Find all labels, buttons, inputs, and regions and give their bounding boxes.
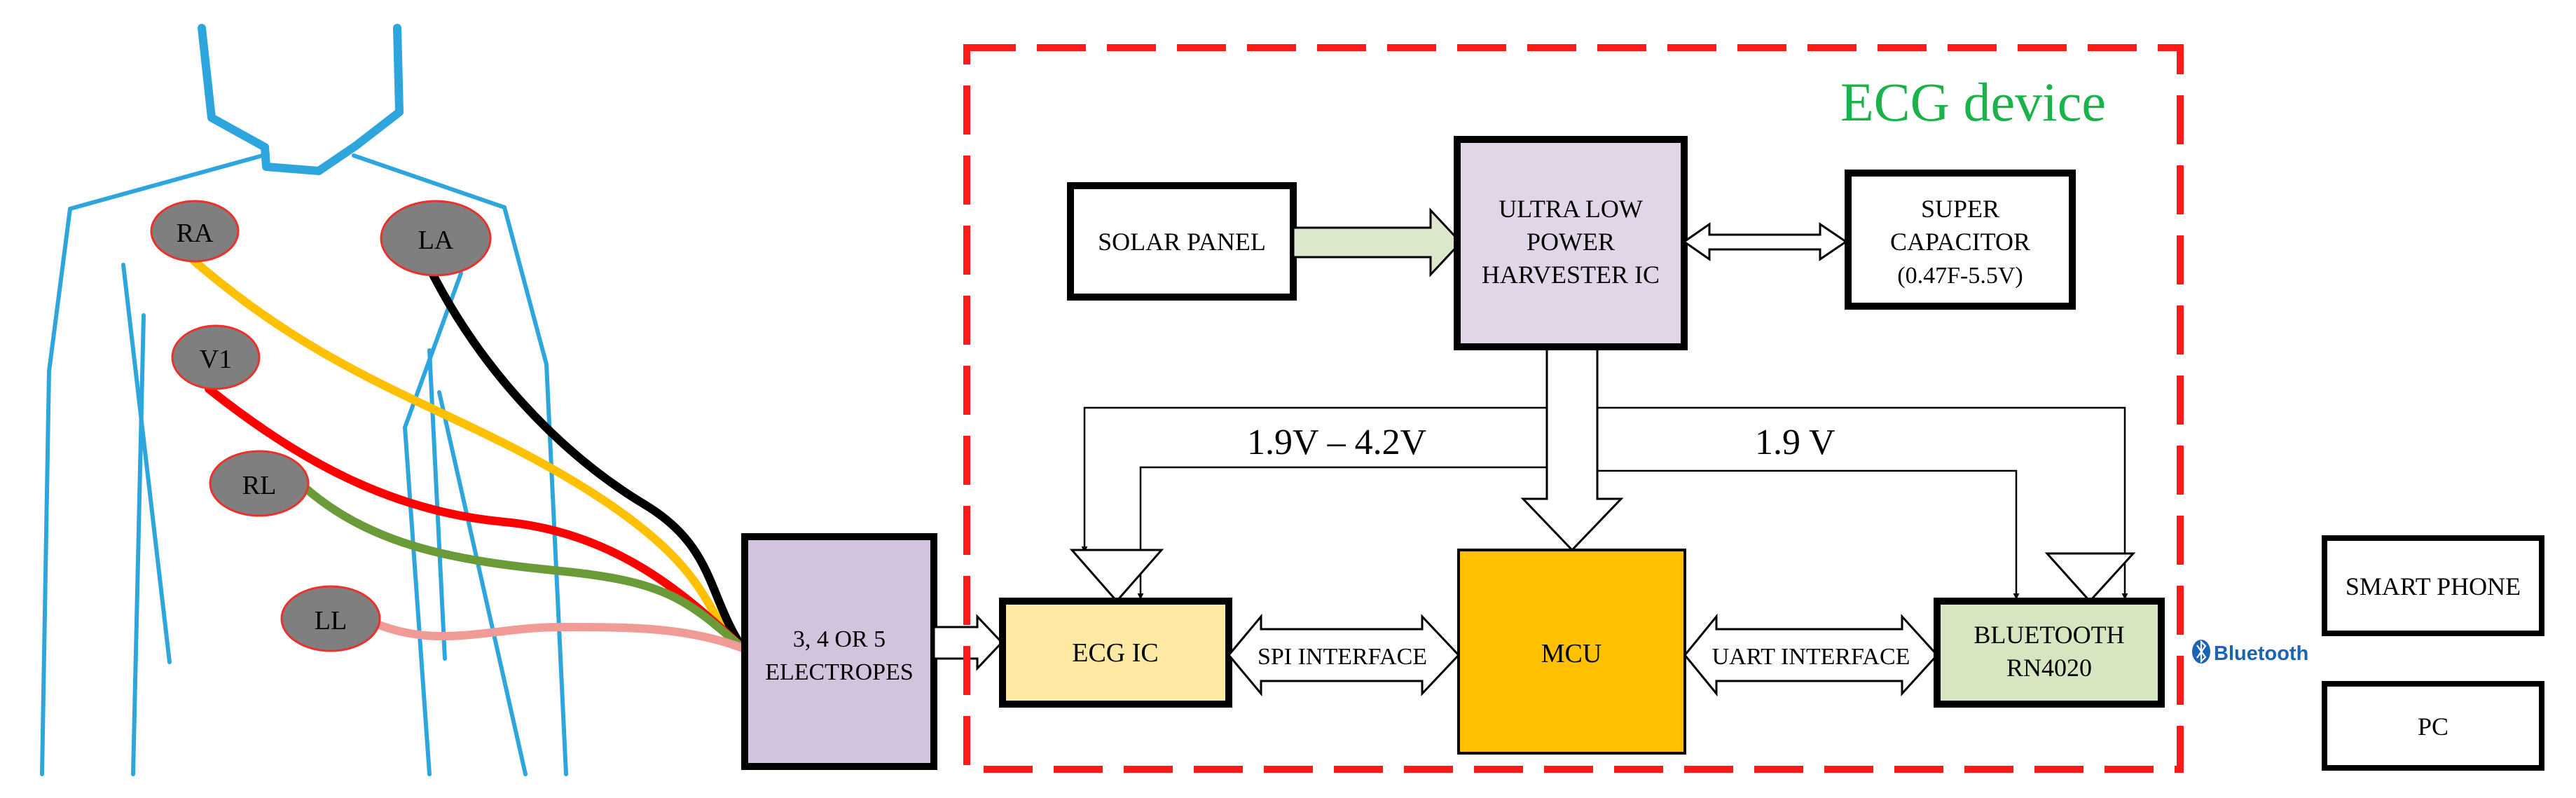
solar-to-harvester-arrow <box>1292 207 1463 277</box>
hub-to-ecg-arrow <box>932 614 1004 671</box>
electrodes-hub-line-2: ELECTROPES <box>765 659 914 685</box>
left-shoulder-line <box>352 153 507 209</box>
harvester-supercap-arrow <box>1682 222 1848 261</box>
power-arrowhead-ecg <box>1069 549 1164 603</box>
electrode-rl-label: RL <box>242 471 277 500</box>
electrode-ll: LL <box>280 585 381 652</box>
electrodes-hub-line-1: 3, 4 OR 5 <box>793 626 886 652</box>
wire-la <box>429 270 747 652</box>
supercapacitor-block: SUPER CAPACITOR (0.47F-5.5V) <box>1845 170 2076 310</box>
bluetooth-module-block: BLUETOOTH RN4020 <box>1934 598 2165 708</box>
pc-label: PC <box>2418 713 2448 741</box>
harvester-line-3: HARVESTER IC <box>1482 261 1660 289</box>
voltage-fixed-label: 1.9 V <box>1755 422 1835 462</box>
electrodes-hub-block: 3, 4 OR 5 ELECTROPES <box>741 533 937 770</box>
ecg-device-title: ECG device <box>1840 71 2106 132</box>
electrode-ra: RA <box>150 200 240 263</box>
left-torso-line <box>437 390 528 776</box>
electrode-rl: RL <box>209 450 310 517</box>
right-flank <box>131 313 146 776</box>
bluetooth-icon <box>2192 640 2210 663</box>
electrode-v1: V1 <box>171 324 261 390</box>
pc-block: PC <box>2322 681 2544 771</box>
solar-panel-block: SOLAR PANEL <box>1067 182 1297 301</box>
harvester-to-mcu-arrow <box>1520 345 1624 552</box>
neck-outline <box>198 24 404 175</box>
wire-v1 <box>205 385 747 652</box>
bluetooth-module-line-1: BLUETOOTH <box>1974 621 2124 649</box>
electrode-ra-label: RA <box>177 219 214 248</box>
electrode-wires <box>186 254 747 652</box>
ecg-device-boundary <box>963 44 2184 773</box>
power-arrowhead-bt <box>2044 552 2136 603</box>
smart-phone-label: SMART PHONE <box>2346 572 2521 600</box>
electrode-la: LA <box>380 200 492 277</box>
uart-interface-label: UART INTERFACE <box>1712 644 1910 670</box>
harvester-line-2: POWER <box>1527 228 1615 256</box>
bluetooth-module-line-2: RN4020 <box>2006 654 2092 682</box>
right-arm-inner <box>121 263 172 664</box>
left-arm-inner <box>403 271 463 776</box>
spi-interface-label: SPI INTERFACE <box>1258 644 1427 670</box>
wire-ra <box>186 254 747 652</box>
wire-rl <box>289 472 747 652</box>
right-arm-outer <box>40 207 72 776</box>
ecg-ic-label: ECG IC <box>1072 638 1159 668</box>
mcu-block: MCU <box>1457 549 1686 755</box>
electrode-v1-label: V1 <box>200 345 232 374</box>
solar-panel-label: SOLAR PANEL <box>1098 228 1266 256</box>
torso-outline <box>40 24 568 776</box>
supercap-line-2: CAPACITOR <box>1890 228 2030 256</box>
mcu-label: MCU <box>1541 639 1602 668</box>
supercap-line-3: (0.47F-5.5V) <box>1897 263 2023 289</box>
ecg-ic-block: ECG IC <box>999 598 1232 708</box>
harvester-ic-block: ULTRA LOW POWER HARVESTER IC <box>1454 136 1688 350</box>
wire-ll <box>364 616 747 652</box>
right-shoulder-line <box>68 152 270 211</box>
harvester-line-1: ULTRA LOW <box>1499 195 1643 223</box>
left-arm-outer <box>502 205 568 776</box>
electrode-la-label: LA <box>418 226 454 255</box>
left-flank <box>427 348 447 661</box>
bluetooth-logo: Bluetooth <box>2192 640 2308 665</box>
supercap-line-1: SUPER <box>1921 195 1999 223</box>
bluetooth-logo-text: Bluetooth <box>2214 642 2308 665</box>
voltage-range-label: 1.9V – 4.2V <box>1247 422 1426 462</box>
smart-phone-block: SMART PHONE <box>2322 535 2544 636</box>
electrode-ll-label: LL <box>315 606 347 635</box>
